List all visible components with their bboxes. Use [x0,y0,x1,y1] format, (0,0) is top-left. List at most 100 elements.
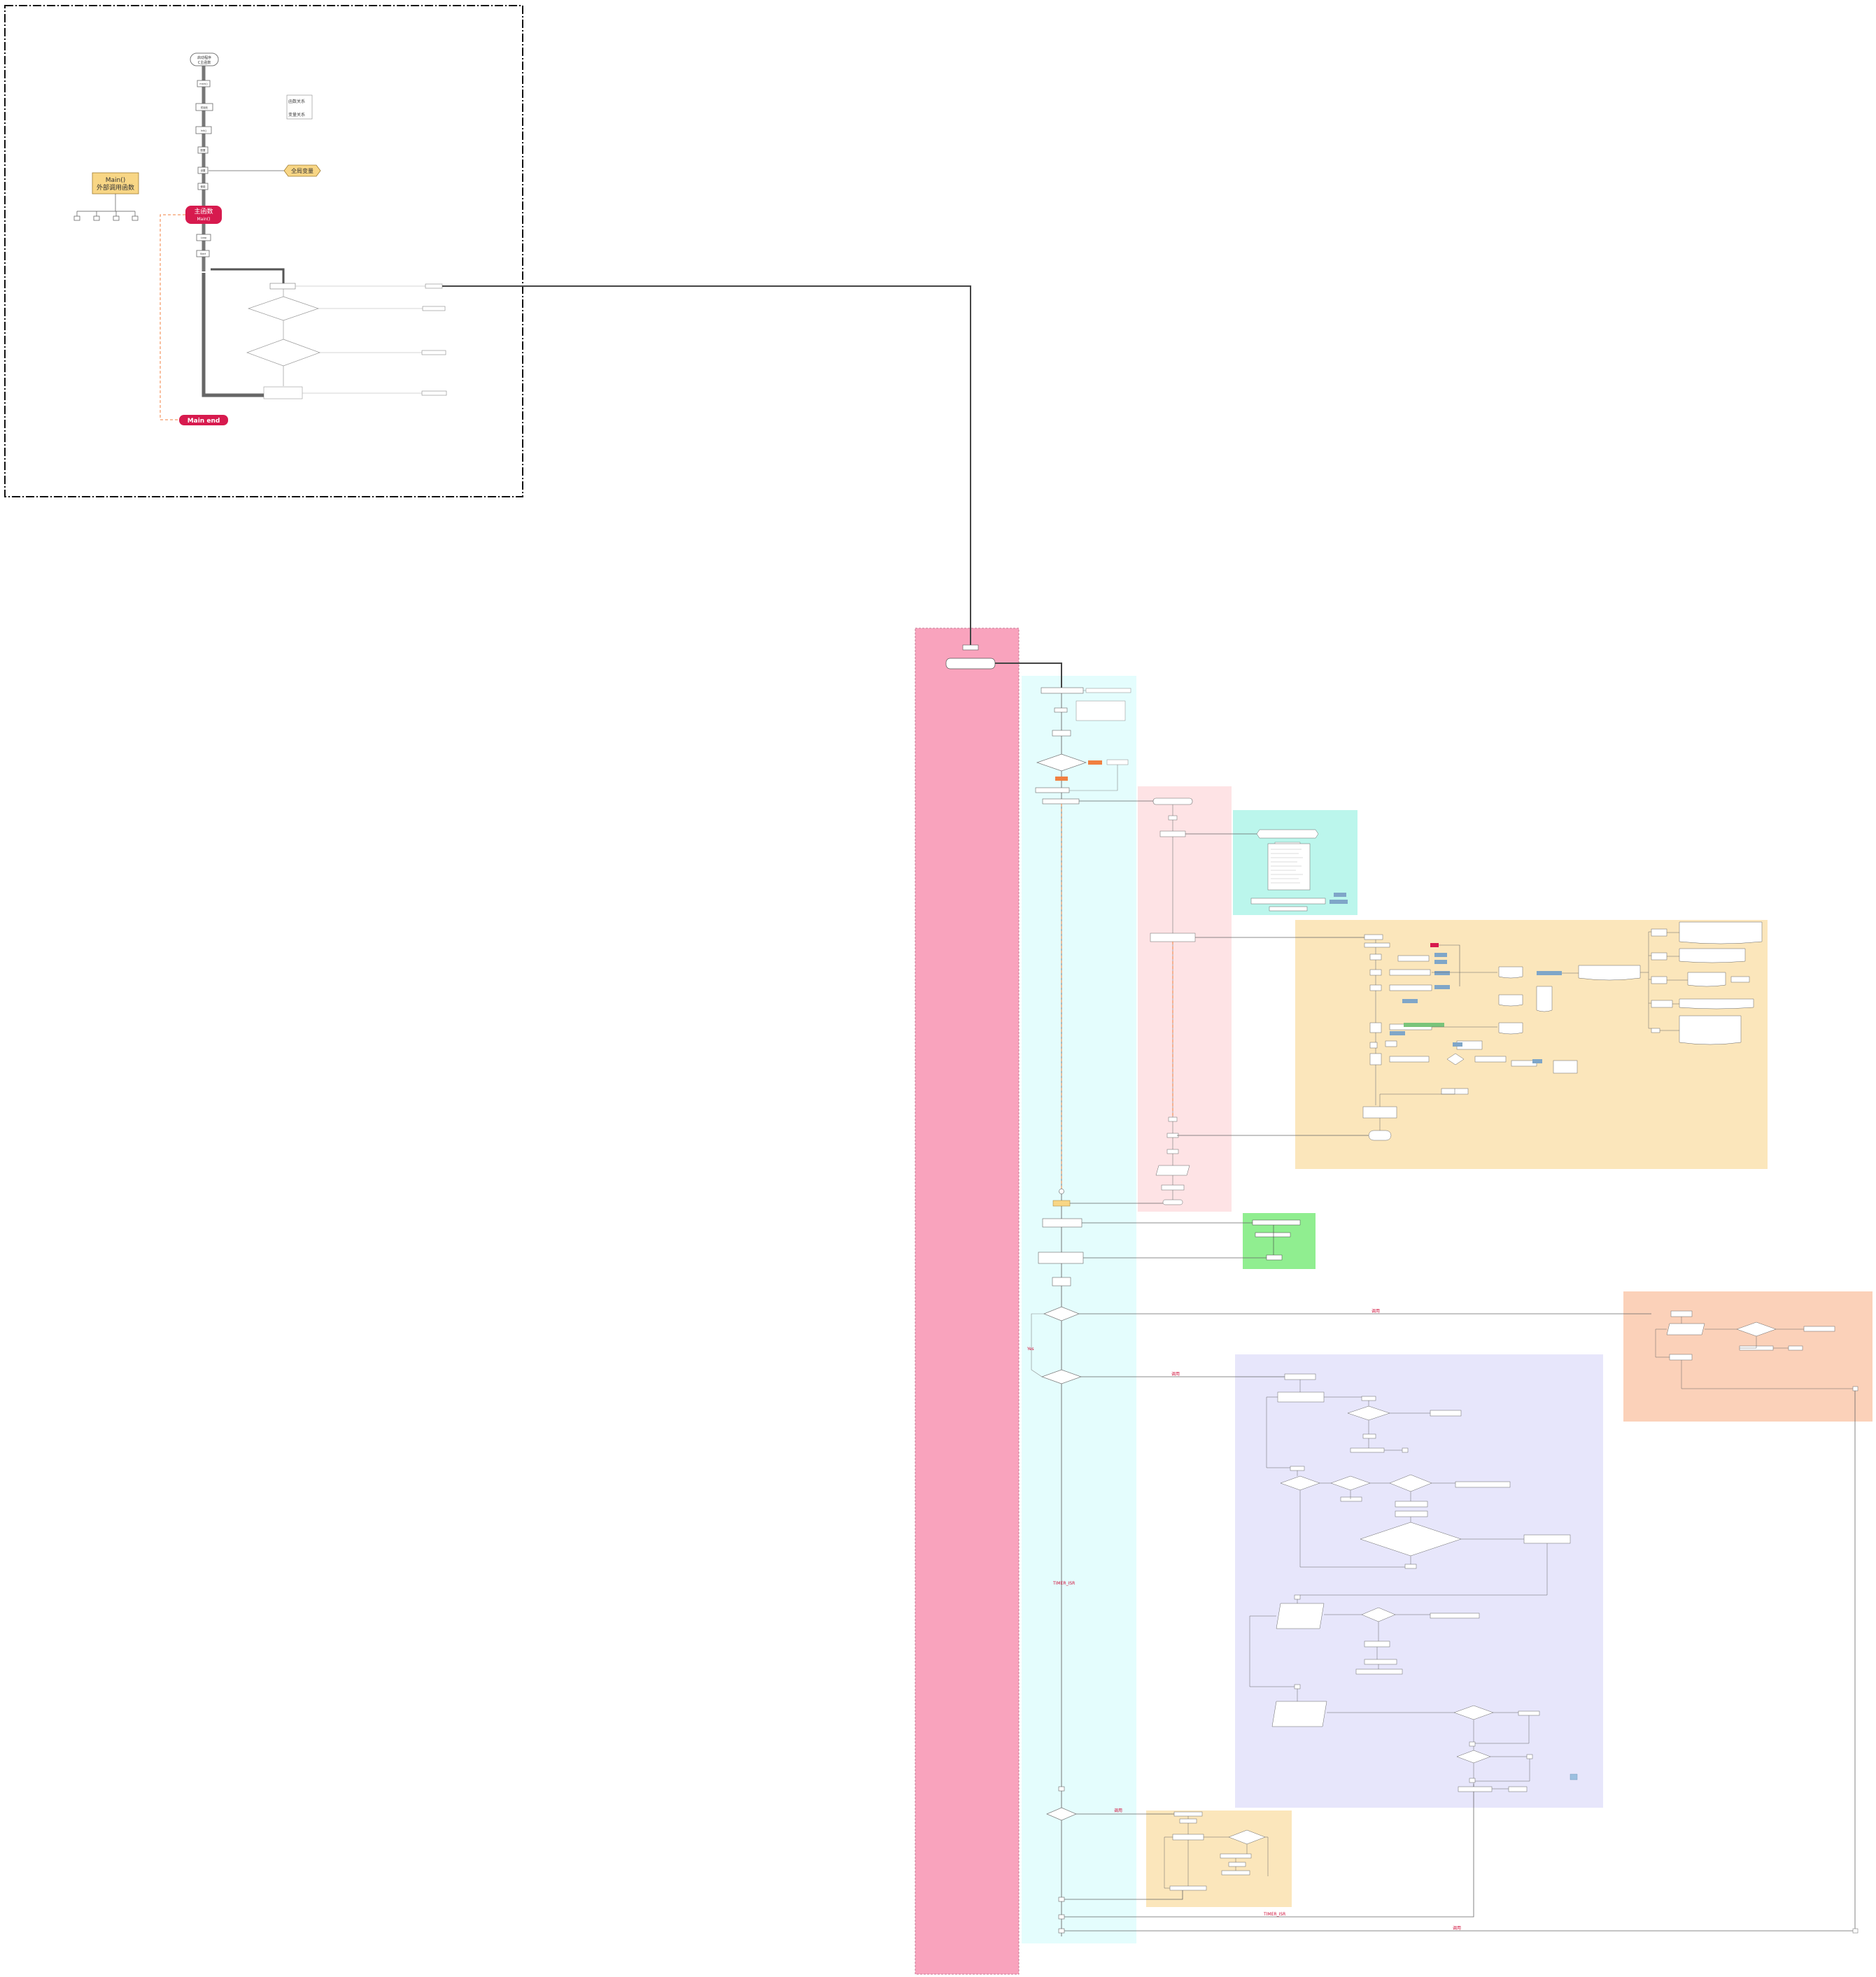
amber-diamond[interactable] [1446,1053,1465,1065]
peach-node[interactable] [1788,1345,1803,1351]
decision-diamond[interactable] [246,339,321,367]
cyan-node[interactable] [1052,730,1071,737]
mint-node[interactable] [1269,906,1308,912]
decision-diamond[interactable] [1041,1369,1082,1384]
cyan-node[interactable] [1058,1786,1065,1792]
cyan-node[interactable] [1058,1914,1065,1920]
rose-node[interactable] [1166,1133,1179,1138]
blue-tag[interactable] [1532,1059,1542,1063]
rose-node[interactable] [1168,1117,1178,1122]
step-box[interactable] [196,250,210,257]
amber-node[interactable] [1651,952,1667,961]
green-node[interactable] [1266,1254,1283,1261]
blue-tag[interactable] [1434,953,1447,957]
red-tag[interactable] [1430,943,1439,947]
side-box[interactable] [421,390,447,396]
side-box[interactable] [421,350,446,355]
blue-tag[interactable] [1334,893,1346,897]
blue-tag[interactable] [1390,1031,1405,1035]
blue-tag[interactable] [1570,1773,1578,1780]
bottom-node[interactable] [1172,1834,1204,1841]
global-vars-node[interactable] [283,164,321,177]
decision-diamond[interactable] [1036,753,1087,772]
rose-node[interactable] [1152,798,1193,805]
amber-node[interactable] [1651,1000,1673,1008]
cyan-node[interactable] [1042,798,1080,805]
amber-terminator[interactable] [1368,1130,1392,1141]
cyan-node[interactable] [1052,1277,1071,1287]
peach-node[interactable] [1670,1310,1693,1317]
bottom-node[interactable] [1221,1870,1250,1876]
loop-start-box[interactable] [269,283,296,290]
peach-parallelogram[interactable] [1666,1323,1705,1335]
amber-node[interactable] [1651,928,1667,937]
orange-tag[interactable] [1055,777,1068,781]
process-box[interactable] [263,386,303,399]
step-box[interactable] [197,146,209,154]
lavender-parallelogram[interactable] [1271,1701,1327,1727]
cyan-node[interactable] [1038,1252,1084,1264]
blue-tag[interactable] [1537,971,1562,975]
green-node[interactable] [1252,1219,1301,1226]
decision-diamond[interactable] [1043,1306,1080,1321]
decision-diamond[interactable] [1046,1807,1077,1821]
green-tag[interactable] [1404,1023,1444,1027]
amber-node[interactable] [1364,934,1383,940]
mint-code-block[interactable] [1267,843,1311,891]
document-shape[interactable] [1679,921,1763,944]
rose-node[interactable] [1168,815,1178,821]
bottom-node[interactable] [1179,1818,1197,1824]
external-functions-node[interactable] [92,172,139,194]
main-end-node[interactable] [179,415,228,425]
rose-node[interactable] [1150,933,1196,942]
step-box[interactable] [197,166,209,174]
cyan-node[interactable] [1041,687,1084,694]
lavender-parallelogram[interactable] [1276,1603,1325,1629]
cyan-node[interactable] [1054,707,1068,713]
rose-node[interactable] [1162,1199,1183,1205]
blue-tag[interactable] [1434,985,1450,989]
document-shape[interactable] [1679,1015,1742,1045]
peach-node[interactable] [1669,1354,1693,1361]
bottom-node[interactable] [1220,1853,1252,1859]
step-box[interactable] [197,80,211,87]
green-node[interactable] [1255,1232,1291,1238]
amber-node[interactable] [1651,1028,1660,1033]
side-box[interactable] [422,306,446,311]
cyan-node[interactable] [1058,1897,1065,1902]
document-shape[interactable] [1687,972,1726,987]
side-note[interactable] [1106,759,1129,765]
document-shape[interactable] [1679,948,1746,963]
step-box[interactable] [197,183,209,190]
lane-node[interactable] [945,658,996,669]
amber-node[interactable] [1651,976,1667,984]
orange-tag[interactable] [1088,760,1102,765]
mint-node[interactable] [1250,898,1326,905]
blue-tag[interactable] [1402,999,1418,1003]
document-shape[interactable] [1578,965,1641,981]
connector-box[interactable] [1852,1386,1859,1391]
connector-box[interactable] [1852,1928,1859,1934]
rose-node[interactable] [1161,1184,1185,1191]
cyan-node[interactable] [1058,1928,1065,1934]
rose-parallelogram[interactable] [1155,1165,1190,1176]
document-shape[interactable] [1498,1022,1523,1035]
bottom-node[interactable] [1173,1811,1203,1817]
side-note[interactable] [1075,700,1126,721]
side-note[interactable] [1085,688,1131,693]
document-shape[interactable] [1498,966,1523,979]
peach-node[interactable] [1803,1326,1835,1332]
bottom-node[interactable] [1228,1862,1246,1867]
main-function-node[interactable] [185,206,222,224]
lane-node[interactable] [962,644,979,651]
cyan-node[interactable] [1042,1218,1082,1228]
bottom-node[interactable] [1169,1885,1207,1891]
side-box[interactable] [425,283,443,289]
document-shape[interactable] [1679,998,1754,1009]
document-shape[interactable] [1498,994,1523,1007]
decision-diamond[interactable] [247,296,320,321]
mint-node[interactable] [1256,829,1319,839]
gold-node[interactable] [1052,1200,1071,1207]
blue-tag[interactable] [1434,960,1447,964]
document-shape[interactable] [1536,986,1553,1012]
